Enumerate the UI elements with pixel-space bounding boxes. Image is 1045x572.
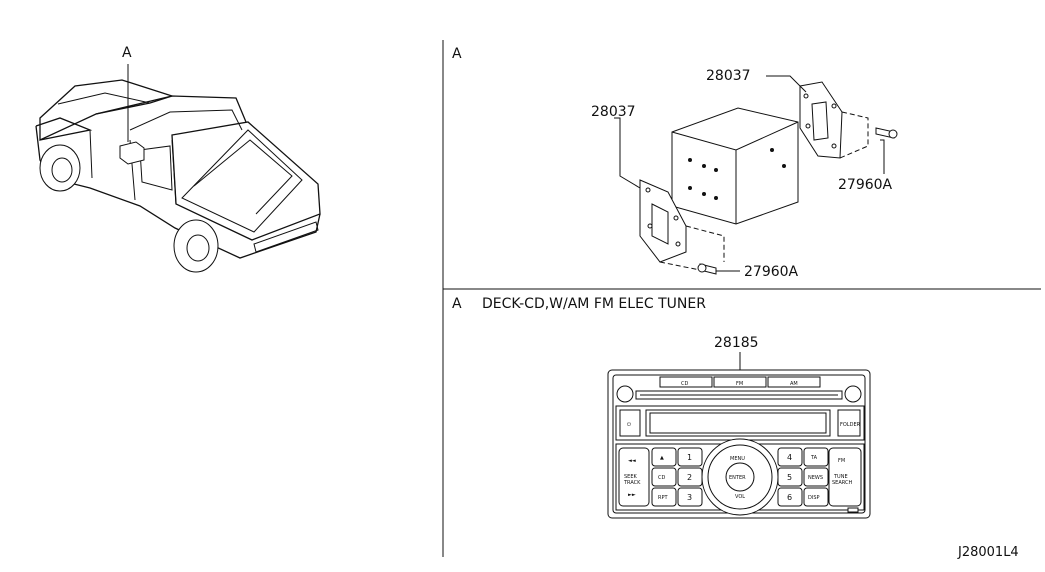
knob-menu-label: MENU xyxy=(730,456,745,462)
preset-5-label: 5 xyxy=(787,473,792,482)
part-ref-27960a-right: 27960A xyxy=(838,177,893,193)
panel-b-title: DECK-CD,W/AM FM ELEC TUNER xyxy=(482,296,706,312)
knob-enter-label: ENTER xyxy=(729,475,746,481)
inner-left-mid-label: CD xyxy=(658,475,665,481)
radio-box-illustration xyxy=(639,81,898,275)
sheet-id: J28001L4 xyxy=(957,545,1019,560)
top-button-fm xyxy=(713,376,767,388)
leader-27960a-right xyxy=(880,139,885,174)
part-ref-28037-right: 28037 xyxy=(706,68,751,84)
inner-left-top-label: ▲ xyxy=(660,455,664,461)
preset-3-label: 3 xyxy=(687,493,692,502)
inner-right-top-label: TA xyxy=(810,455,818,461)
tune-search-label-2: SEARCH xyxy=(832,480,852,486)
top-button-am xyxy=(767,376,821,388)
part-ref-27960a-bottom: 27960A xyxy=(744,264,799,280)
right-fm-label: FM xyxy=(838,458,845,464)
vehicle-callout-label: A xyxy=(122,45,132,61)
top-button-cd xyxy=(659,376,713,388)
seek-fwd-label: ►► xyxy=(628,492,636,498)
inner-right-mid-label: NEWS xyxy=(808,475,823,481)
leader-28037-right xyxy=(766,75,807,93)
preset-2-label: 2 xyxy=(687,473,692,482)
leader-28037-left xyxy=(614,117,641,189)
panel-b-prefix: A xyxy=(452,296,462,312)
seek-track-label: SEEK xyxy=(624,474,637,480)
preset-4-label: 4 xyxy=(787,453,792,462)
top-button-cd-label: CD xyxy=(681,381,688,387)
top-button-fm-label: FM xyxy=(736,381,743,387)
inner-left-bottom-label: RPT xyxy=(658,495,668,501)
power-button-label: ⏻ xyxy=(627,422,631,428)
top-button-am-label: AM xyxy=(790,381,798,387)
knob-vol-label: VOL xyxy=(735,494,745,500)
pickup-truck-illustration xyxy=(35,64,321,273)
preset-1-label: 1 xyxy=(687,453,692,462)
preset-6-label: 6 xyxy=(787,493,792,502)
seek-back-label: ◄◄ xyxy=(628,458,636,464)
folder-button-label: FOLDER xyxy=(840,422,861,428)
inner-right-bottom-label: DISP xyxy=(808,495,820,501)
seek-track-label-2: TRACK xyxy=(623,480,641,486)
cd-deck-faceplate xyxy=(607,369,871,519)
tune-search-label: TUNE xyxy=(833,474,848,480)
part-ref-28185: 28185 xyxy=(714,335,759,351)
panel-a-title: A xyxy=(452,46,462,62)
part-ref-28037-left: 28037 xyxy=(591,104,636,120)
